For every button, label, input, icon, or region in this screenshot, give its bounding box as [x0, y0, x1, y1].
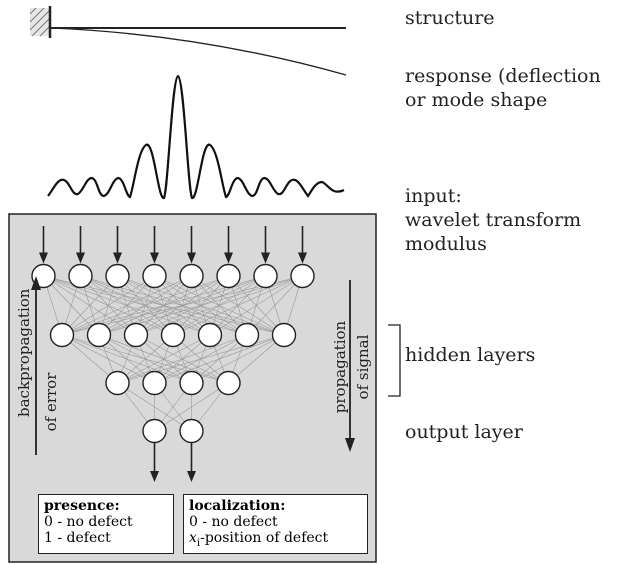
input-neuron: [105, 263, 130, 289]
hidden-neuron: [160, 322, 186, 348]
label-of-error: of error: [42, 372, 60, 432]
input-neuron: [68, 263, 93, 289]
connection-line: [61, 275, 118, 336]
localization-line2: xi-position of defect: [189, 530, 362, 552]
connection-line: [154, 334, 285, 384]
input-arrow-head: [298, 252, 307, 264]
connection-line: [228, 334, 285, 384]
input-arrows: [39, 226, 307, 264]
input-neuron: [253, 263, 278, 289]
localization-line1: 0 - no defect: [189, 514, 278, 530]
localization-title: localization:: [189, 498, 286, 514]
input-neuron: [216, 263, 241, 289]
deflection-curve: [49, 27, 347, 76]
label-output-layer: output layer: [405, 421, 523, 443]
label-of-signal: of signal: [354, 334, 372, 400]
backpropagation-arrow: [31, 276, 41, 455]
connection-line: [61, 275, 229, 336]
input-arrow-head: [224, 252, 233, 264]
input-neuron: [290, 263, 315, 289]
connection-line: [209, 275, 303, 336]
output-arrows: [150, 442, 196, 482]
hidden-neuron: [105, 370, 130, 396]
input-arrow-head: [150, 252, 159, 264]
hidden-neuron: [216, 370, 241, 396]
connection-line: [154, 382, 229, 432]
hidden-neuron: [197, 322, 223, 348]
hidden-neuron: [142, 370, 167, 396]
connection-line: [61, 334, 118, 384]
hidden-neuron: [234, 322, 260, 348]
label-propagation: propagation: [331, 320, 349, 414]
label-structure: structure: [405, 7, 495, 29]
localization-output-box: localization: 0 - no defect xi-position …: [183, 494, 368, 554]
input-neuron: [179, 263, 204, 289]
label-backpropagation: backpropagation: [15, 288, 33, 417]
output-neuron: [179, 418, 204, 444]
input-arrow-head: [76, 252, 85, 264]
label-input-line3: modulus: [405, 233, 487, 255]
connection-line: [117, 334, 174, 384]
input-arrow-head: [39, 252, 48, 264]
connection-line: [117, 334, 211, 384]
output-neuron: [142, 418, 167, 444]
hidden-neuron: [271, 322, 297, 348]
connection-line: [61, 275, 155, 336]
position-text: -position of defect: [200, 530, 329, 546]
connection-line: [61, 275, 192, 336]
input-arrow-head: [261, 252, 270, 264]
output-arrow-head: [187, 471, 196, 482]
propagation-arrow: [345, 280, 355, 452]
hidden-neuron: [179, 370, 204, 396]
hidden-neuron: [123, 322, 149, 348]
input-neuron: [142, 263, 167, 289]
cantilever-structure: [29, 6, 347, 76]
hidden-neuron: [49, 322, 75, 348]
presence-output-box: presence: 0 - no defect 1 - defect: [38, 494, 174, 554]
label-input-line1: input:: [405, 185, 462, 207]
output-arrow-head: [150, 471, 159, 482]
connection-line: [246, 275, 303, 336]
connection-line: [117, 334, 285, 384]
hidden-neuron: [86, 322, 112, 348]
input-arrow-head: [113, 252, 122, 264]
neurons: [31, 263, 315, 444]
hidden-layers-bracket: [388, 324, 401, 397]
label-response-line2: or mode shape: [405, 89, 548, 111]
presence-line1: 0 - no defect: [44, 514, 133, 530]
label-response-line1: response (deflection: [405, 65, 601, 87]
connection-line: [135, 275, 303, 336]
wavelet-signal: [47, 74, 345, 200]
presence-title: presence:: [44, 498, 120, 514]
position-variable: x: [189, 530, 197, 546]
label-input-line2: wavelet transform: [405, 209, 582, 231]
label-hidden-layers: hidden layers: [405, 344, 536, 366]
connection-line: [117, 334, 248, 384]
input-arrow-head: [187, 252, 196, 264]
connection-line: [191, 334, 285, 384]
presence-line2: 1 - defect: [44, 530, 111, 546]
connection-line: [172, 275, 303, 336]
position-subscript: i: [196, 537, 201, 549]
